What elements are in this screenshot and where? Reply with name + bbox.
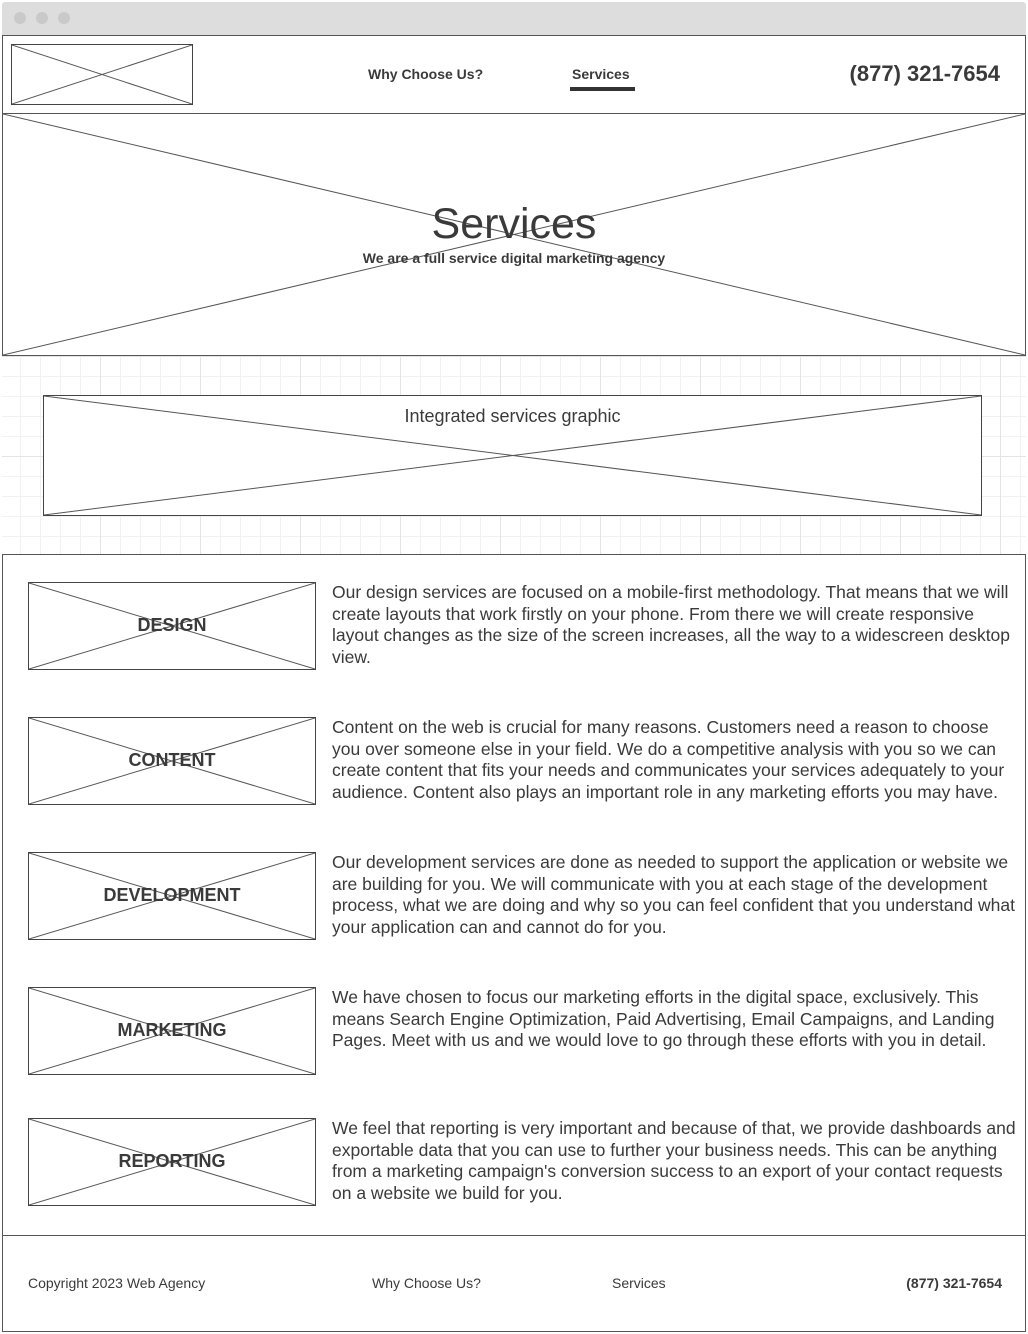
hero-title: Services: [431, 200, 597, 248]
footer-link-services[interactable]: Services: [612, 1275, 666, 1291]
nav-link-why-choose-us[interactable]: Why Choose Us?: [368, 66, 484, 82]
service-text-marketing: We have chosen to focus our marketing ef…: [332, 987, 995, 1050]
hero-subtitle: We are a full service digital marketing …: [362, 250, 666, 266]
window-maximize-dot[interactable]: [58, 12, 70, 24]
services-section: [2, 554, 1026, 1236]
service-image-marketing: [28, 987, 316, 1075]
footer-phone[interactable]: (877) 321-7654: [906, 1275, 1002, 1291]
service-image-development: [28, 852, 316, 940]
service-label-reporting: REPORTING: [118, 1151, 226, 1171]
service-image-content: [28, 717, 316, 805]
service-label-content: CONTENT: [128, 750, 216, 770]
service-text-design: Our design services are focused on a mob…: [332, 582, 1011, 667]
nav-link-services[interactable]: Services: [572, 66, 630, 82]
service-image-reporting: [28, 1118, 316, 1206]
window-minimize-dot[interactable]: [36, 12, 48, 24]
page-frame: [2, 35, 1026, 1332]
service-label-design: DESIGN: [137, 615, 207, 635]
service-image-design: [28, 582, 316, 670]
window-titlebar: [2, 2, 1026, 35]
service-text-reporting: We feel that reporting is very important…: [332, 1118, 1016, 1203]
graphic-label: Integrated services graphic: [404, 406, 621, 426]
footer-link-why-choose-us[interactable]: Why Choose Us?: [372, 1275, 481, 1291]
logo-placeholder[interactable]: [11, 44, 193, 105]
hero-image-placeholder: [2, 113, 1026, 356]
footer-copyright: Copyright 2023 Web Agency: [28, 1275, 206, 1291]
integrated-services-graphic: [43, 395, 982, 516]
nav-active-indicator: [570, 87, 635, 91]
window-close-dot[interactable]: [14, 12, 26, 24]
service-text-development: Our development services are done as nee…: [332, 852, 1015, 937]
site-footer: [2, 1235, 1026, 1332]
service-label-development: DEVELOPMENT: [103, 885, 241, 905]
header-phone[interactable]: (877) 321-7654: [849, 61, 1000, 86]
service-label-marketing: MARKETING: [117, 1020, 227, 1040]
service-text-content: Content on the web is crucial for many r…: [332, 717, 1005, 802]
